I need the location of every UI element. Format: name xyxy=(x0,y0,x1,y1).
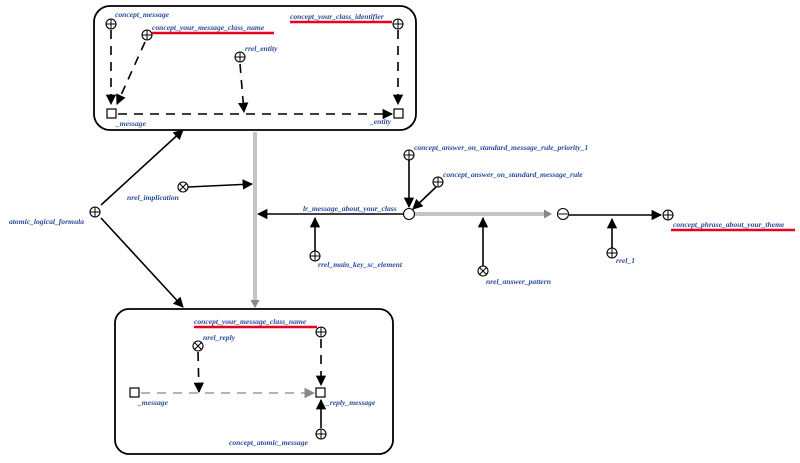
edge-class-name-to-message xyxy=(116,41,146,105)
node-tuple[interactable] xyxy=(556,207,570,221)
label-phrase-about-theme: concept_phrase_about_your_theme xyxy=(673,220,785,229)
node-concept-class-identifier[interactable] xyxy=(392,18,404,30)
label-atomic-logical-formula: atomic_logical_formula xyxy=(9,217,84,226)
label-reply-message: _reply_message xyxy=(325,398,376,407)
node-message-bottom[interactable] xyxy=(129,387,140,398)
node-message-top[interactable] xyxy=(106,108,117,119)
label-class-identifier: concept_your_class_identifier xyxy=(290,12,385,21)
node-rrel-entity[interactable] xyxy=(234,51,246,63)
node-nrel-answer-pattern[interactable] xyxy=(477,265,489,277)
label-class-name-top: concept_your_message_class_name xyxy=(152,23,265,32)
label-nrel-reply: nrel_reply xyxy=(203,333,236,342)
label-rrel-entity: rrel_entity xyxy=(245,44,278,53)
edge-rrel-entity xyxy=(238,63,249,114)
node-concept-message[interactable] xyxy=(105,18,117,30)
node-answer-rule[interactable] xyxy=(432,176,444,188)
node-reply-message[interactable] xyxy=(315,387,326,398)
node-concept-class-name-bottom[interactable] xyxy=(315,326,327,338)
node-nrel-implication[interactable] xyxy=(177,181,189,193)
label-rrel-1: rrel_1 xyxy=(616,256,635,265)
edge-answer-rule xyxy=(412,186,437,210)
label-rrel-main-key: rrel_main_key_sc_element xyxy=(318,260,403,269)
label-lr-message-about-class: lr_message_about_your_class xyxy=(303,204,397,213)
node-entity[interactable] xyxy=(393,108,404,119)
node-rrel-1[interactable] xyxy=(606,247,618,259)
label-nrel-answer-pattern: nrel_answer_pattern xyxy=(486,277,551,286)
label-concept-atomic-message: concept_atomic_message xyxy=(229,438,309,447)
node-rrel-main-key[interactable] xyxy=(309,250,321,262)
label-class-name-bottom: concept_your_message_class_name xyxy=(194,317,307,326)
edge-formula-to-top xyxy=(100,129,184,206)
node-concept-class-name-top[interactable] xyxy=(141,29,153,41)
label-answer-priority: concept_answer_on_standard_message_rule_… xyxy=(414,143,588,152)
node-concept-atomic-message[interactable] xyxy=(315,428,327,440)
label-concept-message: concept_message xyxy=(115,10,170,19)
bottom-contour xyxy=(114,308,394,455)
top-contour xyxy=(93,5,417,131)
node-atomic-logical-formula[interactable] xyxy=(89,206,101,218)
label-message-top: _message xyxy=(115,119,147,128)
label-entity: _entity xyxy=(369,117,392,126)
node-lr-message-about-class[interactable] xyxy=(402,207,416,221)
edge-answer-pattern-head xyxy=(544,209,552,219)
edge-nrel-implication xyxy=(187,179,254,190)
label-answer-rule: concept_answer_on_standard_message_rule xyxy=(443,170,583,179)
edge-nrel-reply xyxy=(193,351,204,394)
node-nrel-reply[interactable] xyxy=(192,340,204,352)
node-phrase-about-theme[interactable] xyxy=(662,209,674,221)
label-message-bottom: _message xyxy=(137,398,169,407)
label-nrel-implication: nrel_implication xyxy=(127,193,179,202)
edge-formula-to-bottom xyxy=(100,217,184,308)
edge-implication-head xyxy=(250,300,260,308)
node-answer-priority[interactable] xyxy=(403,149,415,161)
